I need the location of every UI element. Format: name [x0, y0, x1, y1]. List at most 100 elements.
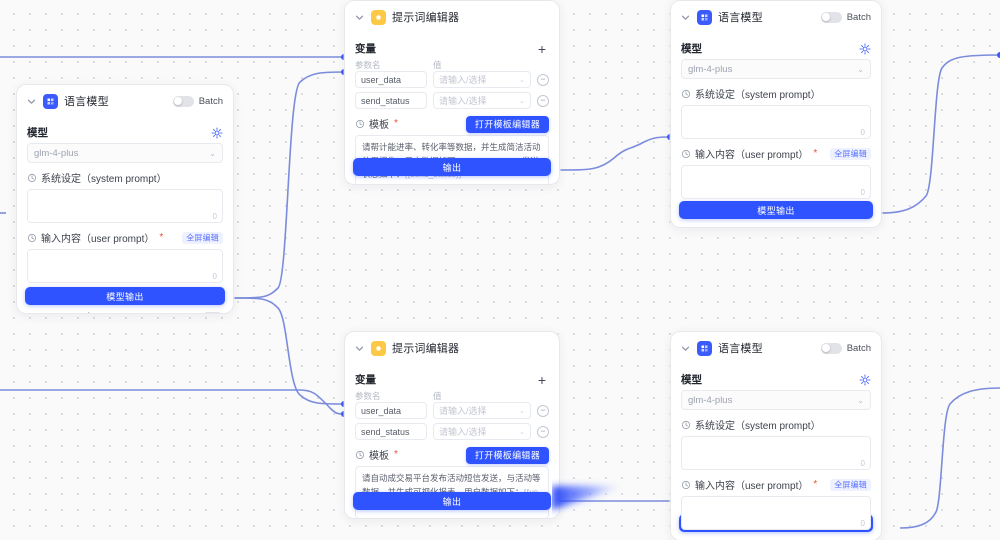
- caret-down-icon: ⌄: [519, 97, 525, 105]
- chevron-down-icon[interactable]: [679, 342, 691, 354]
- batch-toggle[interactable]: [172, 95, 194, 107]
- variable-columns: 参数名 值: [355, 390, 549, 402]
- system-prompt-label-text: 系统设定（system prompt）: [695, 421, 821, 432]
- model-output-button[interactable]: 模型输出: [679, 201, 873, 219]
- batch-toggle[interactable]: [820, 342, 842, 354]
- model-output-button[interactable]: 模型输出: [25, 287, 225, 305]
- fullscreen-edit-badge[interactable]: 全屏编辑: [830, 147, 871, 160]
- remove-variable-button[interactable]: −: [537, 94, 549, 107]
- add-variable-button[interactable]: +: [537, 371, 547, 388]
- batch-toggle-group[interactable]: Batch: [820, 342, 871, 354]
- variable-value-input[interactable]: 请输入/选择⌄: [433, 423, 531, 440]
- variable-value-input[interactable]: 请输入/选择⌄: [433, 92, 531, 109]
- required-marker: *: [813, 479, 818, 490]
- remove-variable-button[interactable]: −: [537, 73, 549, 86]
- gear-icon[interactable]: [858, 373, 871, 386]
- required-marker: *: [159, 232, 164, 243]
- gear-icon[interactable]: [858, 42, 871, 55]
- model-label: 模型: [681, 374, 702, 386]
- clock-icon: [681, 149, 691, 159]
- model-select-value: glm-4-plus: [688, 394, 733, 406]
- user-prompt-label-text: 输入内容（user prompt）: [41, 234, 155, 245]
- fullscreen-edit-wrap[interactable]: 全屏编辑: [830, 147, 871, 160]
- edge-left-to-prompt-bottom-var2: [0, 389, 345, 415]
- add-tool-button[interactable]: +: [857, 538, 871, 540]
- node-footer: 模型输出: [17, 281, 233, 313]
- json-mode-label: JSON mode: [41, 312, 95, 313]
- column-value: 值: [433, 60, 442, 70]
- column-param-name: 参数名: [355, 60, 381, 70]
- open-template-wrap[interactable]: 打开模板编辑器: [465, 446, 549, 464]
- clock-icon: [355, 119, 365, 129]
- caret-down-icon: ⌄: [519, 428, 525, 436]
- clock-icon: [27, 173, 37, 183]
- prompt-editor-node[interactable]: 提示词编辑器变量+ 参数名 值 user_data 请输入/选择⌄− send_statu…: [344, 331, 560, 519]
- fullscreen-edit-wrap[interactable]: 全屏编辑: [830, 478, 871, 491]
- output-button[interactable]: 输出: [353, 158, 551, 176]
- remove-variable-button[interactable]: −: [537, 404, 549, 417]
- batch-toggle[interactable]: [820, 11, 842, 23]
- variable-value-input[interactable]: 请输入/选择⌄: [433, 402, 531, 419]
- model-select-value: glm-4-plus: [688, 63, 733, 75]
- chevron-down-icon[interactable]: [679, 11, 691, 23]
- language-model-icon: [697, 9, 712, 25]
- chevron-down-icon[interactable]: [353, 11, 365, 23]
- column-value: 值: [433, 391, 442, 401]
- char-counter: 0: [212, 272, 217, 281]
- add-variable-button[interactable]: +: [537, 40, 547, 57]
- required-marker: *: [394, 449, 398, 460]
- edge-llm-left-to-prompt-top: [233, 71, 345, 299]
- open-template-wrap[interactable]: 打开模板编辑器: [465, 115, 549, 133]
- gear-icon[interactable]: [210, 126, 223, 139]
- char-counter: 0: [212, 212, 217, 221]
- fullscreen-edit-badge[interactable]: 全屏编辑: [830, 478, 871, 491]
- model-select[interactable]: glm-4-plus⌄: [27, 143, 223, 163]
- chevron-down-icon[interactable]: [25, 95, 37, 107]
- variable-row: user_data 请输入/选择⌄−: [355, 71, 549, 88]
- batch-toggle-group[interactable]: Batch: [820, 11, 871, 23]
- variable-name-input[interactable]: send_status: [355, 423, 427, 440]
- open-template-button[interactable]: 打开模板编辑器: [465, 446, 549, 464]
- model-select[interactable]: glm-4-plus⌄: [681, 390, 871, 410]
- open-template-button[interactable]: 打开模板编辑器: [465, 115, 549, 133]
- caret-down-icon: ⌄: [519, 76, 525, 84]
- edge-llm-bottom-right-out: [899, 387, 1000, 529]
- variable-name-input[interactable]: send_status: [355, 92, 427, 109]
- remove-variable-button[interactable]: −: [537, 425, 549, 438]
- node-header: 提示词编辑器: [345, 1, 559, 31]
- fullscreen-edit-wrap[interactable]: 全屏编辑: [182, 231, 223, 244]
- json-mode-toggle[interactable]: [202, 312, 223, 313]
- variable-name-input[interactable]: user_data: [355, 402, 427, 419]
- json-mode-row[interactable]: JSON mode: [27, 312, 223, 313]
- user-prompt-label: 输入内容（user prompt）*全屏编辑: [681, 146, 871, 161]
- column-param-name: 参数名: [355, 391, 381, 401]
- system-prompt-label-text: 系统设定（system prompt）: [41, 174, 167, 185]
- user-prompt-label-text: 输入内容（user prompt）: [695, 481, 809, 492]
- system-prompt-input[interactable]: 0: [27, 189, 223, 223]
- fullscreen-edit-badge[interactable]: 全屏编辑: [182, 231, 223, 244]
- language-model-icon: [43, 93, 58, 109]
- user-prompt-input[interactable]: 0: [27, 249, 223, 283]
- batch-label: Batch: [846, 11, 871, 23]
- caret-down-icon: ⌄: [209, 148, 216, 158]
- variable-value-input[interactable]: 请输入/选择⌄: [433, 71, 531, 88]
- batch-toggle-group[interactable]: Batch: [172, 95, 223, 107]
- caret-down-icon: ⌄: [519, 407, 525, 415]
- chevron-down-icon[interactable]: [353, 342, 365, 354]
- system-prompt-input[interactable]: 0: [681, 436, 871, 470]
- model-select[interactable]: glm-4-plus⌄: [681, 59, 871, 79]
- variables-header: 变量+: [355, 372, 549, 387]
- output-button[interactable]: 输出: [353, 492, 551, 510]
- edge-llm-top-right-out: [881, 54, 1000, 214]
- node-header: 提示词编辑器: [345, 332, 559, 362]
- char-counter: 0: [860, 128, 865, 137]
- system-prompt-input[interactable]: 0: [681, 105, 871, 139]
- user-prompt-input[interactable]: 0: [681, 165, 871, 199]
- variable-name-input[interactable]: user_data: [355, 71, 427, 88]
- user-prompt-input[interactable]: 0: [681, 496, 871, 530]
